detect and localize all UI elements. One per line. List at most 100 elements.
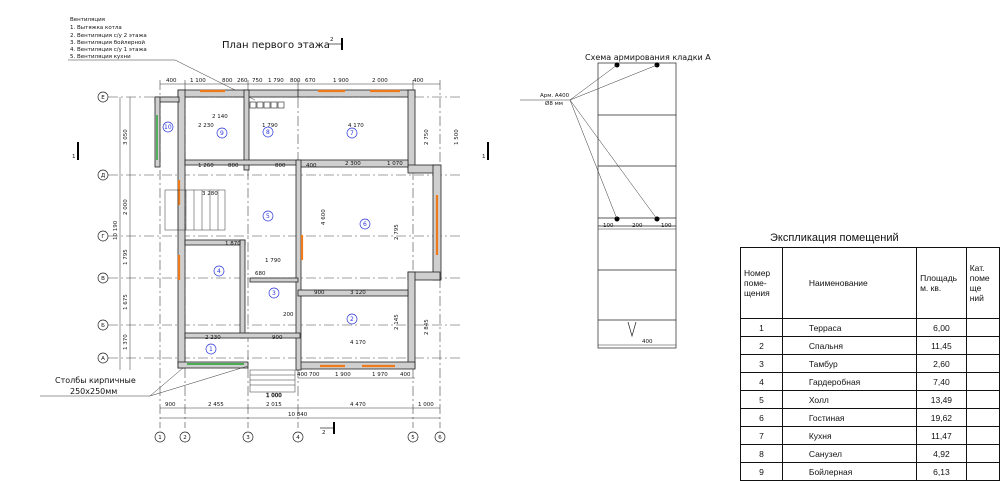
svg-text:200: 200 (632, 223, 643, 229)
svg-text:Д: Д (101, 173, 106, 179)
svg-text:4 170: 4 170 (348, 123, 364, 129)
room-category (965, 336, 1000, 355)
svg-text:1 900: 1 900 (335, 372, 351, 378)
svg-text:700: 700 (309, 372, 320, 378)
svg-text:900: 900 (272, 335, 283, 341)
svg-text:900: 900 (314, 290, 325, 296)
svg-text:А: А (101, 356, 105, 362)
room-name: Гардеробная (781, 372, 918, 391)
svg-text:Г: Г (101, 234, 105, 240)
room-number: 7 (740, 426, 783, 445)
dims-left: 3 050 10 190 2 000 1 795 1 675 1 370 (113, 129, 129, 350)
svg-text:2 000: 2 000 (372, 78, 388, 84)
svg-text:3: 3 (272, 290, 276, 297)
room-category (965, 426, 1000, 445)
svg-text:1: 1 (482, 154, 486, 160)
svg-text:2 845: 2 845 (424, 319, 430, 335)
section-mark-bottom: 2 (320, 422, 335, 436)
svg-text:100: 100 (661, 223, 672, 229)
svg-text:5: 5 (411, 435, 415, 441)
svg-text:Арм. А400: Арм. А400 (540, 93, 570, 99)
table-header: Номер поме- щения Наименование Площадь м… (740, 247, 1000, 319)
svg-text:3 050: 3 050 (123, 129, 129, 145)
room-name: Кухня (781, 426, 918, 445)
plan-title: План первого этажа (222, 40, 330, 51)
svg-text:10: 10 (164, 124, 172, 131)
room-area: 7,40 (916, 372, 967, 391)
svg-text:2 000: 2 000 (123, 199, 129, 215)
svg-text:2 140: 2 140 (212, 114, 228, 120)
room-number: 1 (740, 318, 783, 337)
svg-text:2 015: 2 015 (266, 402, 282, 408)
header-category: Кат. поме ще ний (965, 247, 1000, 319)
leader-line (68, 59, 256, 101)
room-area: 11,45 (916, 336, 967, 355)
terrace-railing (156, 115, 244, 365)
room-number: 6 (740, 408, 783, 427)
svg-text:400: 400 (306, 163, 317, 169)
svg-text:Ø8 мм: Ø8 мм (545, 100, 563, 107)
svg-text:5: 5 (266, 213, 270, 220)
dimension-lines (119, 83, 440, 419)
svg-text:800: 800 (275, 163, 286, 169)
room-name: Терраса (781, 318, 918, 337)
reinforcement-scheme: Схема армирования кладки А Арм. А400 Ø8 … (520, 53, 711, 349)
explication-table: Номер поме- щения Наименование Площадь м… (740, 247, 1000, 481)
svg-text:Столбы кирпичные: Столбы кирпичные (55, 376, 136, 385)
svg-text:100: 100 (603, 223, 614, 229)
svg-text:400: 400 (400, 372, 411, 378)
svg-text:1 260: 1 260 (198, 163, 214, 169)
svg-text:6: 6 (363, 221, 367, 228)
columns-note: Столбы кирпичные 250х250мм (40, 365, 249, 397)
svg-text:4 600: 4 600 (321, 209, 327, 225)
svg-text:1 790: 1 790 (268, 78, 284, 84)
svg-text:4: 4 (217, 268, 221, 275)
svg-text:Е: Е (101, 95, 105, 101)
svg-text:400: 400 (642, 339, 653, 345)
svg-text:9: 9 (220, 130, 224, 137)
svg-text:1 500: 1 500 (454, 129, 460, 145)
room-category (965, 354, 1000, 373)
stairs: 1 000 (164, 189, 296, 399)
room-category (965, 390, 1000, 409)
section-mark-right: 1 (482, 142, 489, 160)
section-mark-top: 2 (328, 37, 343, 50)
svg-text:1 900: 1 900 (333, 78, 349, 84)
svg-text:2 795: 2 795 (394, 224, 400, 240)
ventilation-item: 4. Вентиляция с/у 1 этажа (70, 47, 147, 53)
room-area: 11,47 (916, 426, 967, 445)
svg-text:4: 4 (296, 435, 300, 441)
room-category (965, 372, 1000, 391)
svg-text:1: 1 (72, 154, 76, 160)
svg-text:1 000: 1 000 (418, 402, 434, 408)
svg-text:3 280: 3 280 (202, 191, 218, 197)
svg-text:В: В (101, 276, 105, 282)
svg-text:10 840: 10 840 (288, 412, 308, 418)
svg-text:400: 400 (297, 372, 308, 378)
svg-text:8: 8 (266, 129, 270, 136)
room-name: Холл (781, 390, 918, 409)
reinforcement-title: Схема армирования кладки А (585, 53, 711, 62)
svg-text:10 190: 10 190 (113, 220, 119, 240)
svg-text:1 790: 1 790 (262, 123, 278, 129)
room-category (965, 408, 1000, 427)
dims-right: 2 750 1 500 2 795 2 145 2 845 (394, 129, 460, 335)
svg-text:900: 900 (165, 402, 176, 408)
ventilation-item: 3. Вентиляция бойлерной (70, 39, 145, 46)
room-category (965, 462, 1000, 481)
svg-text:1 970: 1 970 (372, 372, 388, 378)
svg-text:1 870: 1 870 (225, 241, 241, 247)
room-area: 2,60 (916, 354, 967, 373)
ventilation-heading: Вентиляция (70, 17, 105, 23)
svg-text:6: 6 (438, 435, 442, 441)
room-number: 9 (740, 462, 783, 481)
